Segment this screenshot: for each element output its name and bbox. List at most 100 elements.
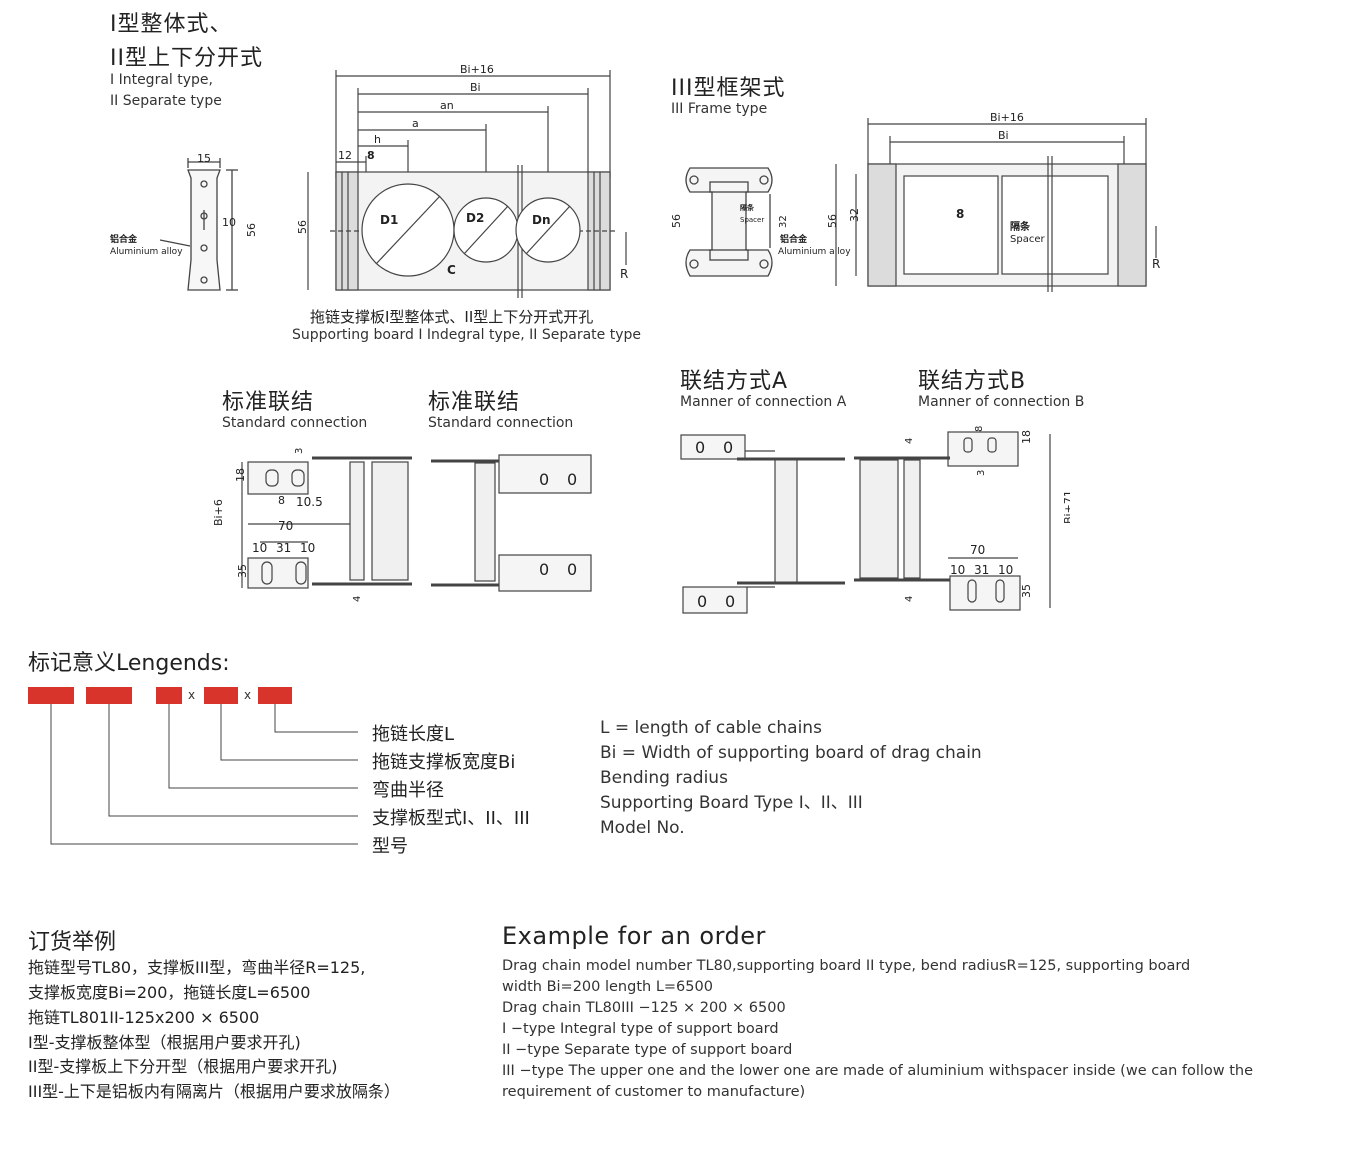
- conn-b-dim-18: 18: [1020, 430, 1033, 444]
- dim-an: an: [440, 99, 454, 112]
- hole-dn: Dn: [532, 213, 551, 227]
- std2-hole-1: 0: [539, 470, 549, 489]
- dim-hole: 10: [222, 216, 236, 229]
- std1-dim-3: 3: [294, 448, 305, 454]
- std1-dim-8: 8: [278, 494, 285, 507]
- legend-zh-width: 拖链支撑板宽度Bi: [372, 752, 516, 773]
- board-caption-zh: 拖链支撑板I型整体式、II型上下分开式开孔: [310, 308, 594, 326]
- dim-width: 15: [197, 152, 211, 165]
- conn-b-dim-8: 8: [974, 426, 985, 432]
- type1-subtitle: I Integral type,: [110, 72, 213, 88]
- type1-title: I型整体式、: [110, 12, 233, 37]
- std1-dim-10b: 10: [300, 541, 315, 555]
- std1-dim-31: 31: [276, 541, 291, 555]
- std1-dim-4: 4: [352, 596, 363, 602]
- conn-b-subtitle: Manner of connection B: [918, 394, 1085, 410]
- iii-spacer-zh: 隔条: [740, 203, 755, 212]
- conn-std2-title: 标准联结: [428, 390, 521, 415]
- legend-connector-lines: [50, 704, 358, 845]
- profile-iii-drawing: 56 隔条 Spacer 32 铝合金 Aluminium alloy: [670, 167, 851, 277]
- order-en-line-7: requirement of customer to manufacture): [502, 1084, 806, 1100]
- board-i-ii-drawing: Bi+16 Bi an a h 12 8 56 D1 D2 Dn C R: [296, 63, 628, 298]
- dim-12: 12: [338, 149, 352, 162]
- std-connection-1-drawing: 18 3 8 10.5 Bi+6 70 10 31 10 35 4: [212, 448, 412, 602]
- conn-a-hole-3: 0: [697, 592, 707, 611]
- conn-a-hole-1: 0: [695, 438, 705, 457]
- frame-dim-bi: Bi: [998, 129, 1009, 142]
- order-heading-en: Example for an order: [502, 922, 766, 950]
- conn-b-dim-10b: 10: [998, 563, 1013, 577]
- conn-b-dim-31: 31: [974, 563, 989, 577]
- frame-spacer-en: Spacer: [1010, 234, 1045, 245]
- conn-a-hole-2: 0: [723, 438, 733, 457]
- legend-box-type: [86, 687, 132, 704]
- conn-a-title: 联结方式A: [680, 369, 789, 394]
- type3-title: III型框架式: [671, 76, 786, 101]
- alloy-label-zh: 铝合金: [110, 233, 138, 245]
- std2-hole-2: 0: [567, 470, 577, 489]
- dim-56: 56: [296, 220, 309, 234]
- board-caption-en: Supporting board I Indegral type, II Sep…: [292, 327, 641, 343]
- frame-dim-8: 8: [956, 207, 964, 221]
- conn-b-dim-4-bottom: 4: [904, 596, 915, 602]
- std2-hole-4: 0: [567, 560, 577, 579]
- type2-title: II型上下分开式: [110, 46, 263, 71]
- std2-hole-3: 0: [539, 560, 549, 579]
- legend-en-radius: Bending radius: [600, 768, 728, 788]
- order-zh-line-5: II型-支撑板上下分开型（根据用户要求开孔): [28, 1057, 338, 1076]
- conn-b-dim-4-top: 4: [904, 438, 915, 444]
- legend-en-length: L = length of cable chains: [600, 718, 822, 738]
- order-zh-line-1: 拖链型号TL80，支撑板III型，弯曲半径R=125,: [28, 958, 366, 977]
- dim-bi16: Bi+16: [460, 63, 494, 76]
- order-zh-line-2: 支撑板宽度Bi=200，拖链长度L=6500: [28, 983, 311, 1002]
- legend-box-width: [204, 687, 238, 704]
- dim-height: 56: [245, 223, 258, 237]
- legend-en-model: Model No.: [600, 818, 685, 838]
- conn-b-title: 联结方式B: [918, 369, 1027, 394]
- order-zh-line-6: III型-上下是铝板内有隔离片（根据用户要求放隔条）: [28, 1082, 400, 1101]
- legend-x-2: x: [244, 688, 252, 702]
- order-zh-line-4: I型-支撑板整体型（根据用户要求开孔): [28, 1033, 301, 1052]
- legend-heading: 标记意义Lengends:: [28, 651, 230, 676]
- legend-box-model: [28, 687, 74, 704]
- conn-std1-title: 标准联结: [222, 390, 315, 415]
- std1-dim-18: 18: [234, 468, 247, 482]
- hole-d2: D2: [466, 211, 484, 225]
- hole-d1: D1: [380, 213, 398, 227]
- conn-b-dim-3: 3: [976, 470, 987, 476]
- iii-dim-56: 56: [670, 214, 683, 228]
- dim-h: h: [374, 133, 381, 146]
- iii-alloy-en: Aluminium alloy: [778, 247, 851, 257]
- legend-zh-radius: 弯曲半径: [372, 780, 444, 801]
- legend-en-type: Supporting Board Type I、II、III: [600, 793, 863, 813]
- dim-bi: Bi: [470, 81, 481, 94]
- dim-r: R: [620, 267, 628, 281]
- std1-dim-bi6: Bi+6: [212, 499, 225, 526]
- alloy-label-en: Aluminium alloy: [110, 247, 183, 257]
- frame-spacer-zh: 隔条: [1010, 220, 1031, 233]
- order-en-line-2: width Bi=200 length L=6500: [502, 979, 713, 995]
- std1-dim-10a: 10: [252, 541, 267, 555]
- frame-dim-56: 56: [826, 214, 839, 228]
- connection-a-drawing: 0 0 0 0: [680, 434, 845, 614]
- order-zh-line-3: 拖链TL801II-125x200 × 6500: [28, 1008, 260, 1027]
- iii-alloy-zh: 铝合金: [780, 233, 808, 245]
- iii-dim-32: 32: [778, 215, 789, 228]
- legend-box-length: [258, 687, 292, 704]
- std1-dim-70: 70: [278, 519, 293, 533]
- frame-dim-bi16: Bi+16: [990, 111, 1024, 124]
- profile-i-drawing: 15 10 56 铝合金 Aluminium alloy: [110, 152, 258, 291]
- order-heading-zh: 订货举例: [28, 930, 117, 955]
- legend-zh-length: 拖链长度L: [372, 724, 455, 745]
- std1-dim-35: 35: [236, 564, 249, 578]
- std1-dim-105: 10.5: [296, 495, 323, 509]
- type3-subtitle: III Frame type: [671, 101, 768, 117]
- conn-b-dim-35: 35: [1020, 584, 1033, 598]
- legend-en-width: Bi = Width of supporting board of drag c…: [600, 743, 982, 763]
- conn-std2-subtitle: Standard connection: [428, 415, 574, 431]
- frame-board-drawing: Bi+16 Bi 56 32 8 隔条 Spacer R: [826, 111, 1160, 292]
- dim-c: C: [447, 263, 456, 277]
- order-en-line-5: II −type Separate type of support board: [502, 1042, 793, 1058]
- conn-a-hole-4: 0: [725, 592, 735, 611]
- legend-box-radius: [156, 687, 182, 704]
